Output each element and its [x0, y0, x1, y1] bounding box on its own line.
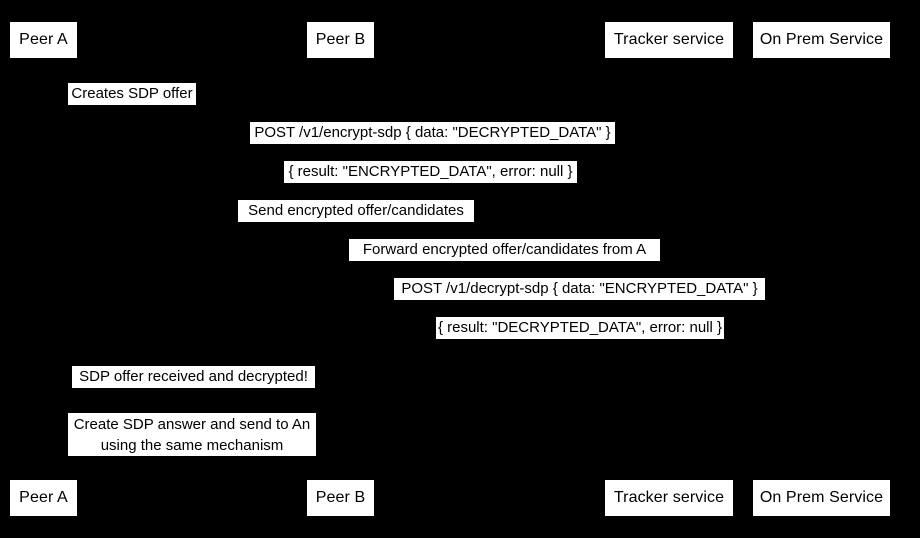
participant-footer-peer-a[interactable]: Peer A — [10, 480, 77, 516]
message-encrypt-sdp-result[interactable]: { result: "ENCRYPTED_DATA", error: null … — [284, 161, 577, 183]
participant-header-peer-a[interactable]: Peer A — [10, 22, 77, 58]
lifeline-tracker-service — [669, 58, 670, 480]
participant-footer-tracker-service[interactable]: Tracker service — [605, 480, 733, 516]
message-encrypt-sdp-result-text: { result: "ENCRYPTED_DATA", error: null … — [288, 163, 573, 180]
message-post-decrypt-sdp[interactable]: POST /v1/decrypt-sdp { data: "ENCRYPTED_… — [394, 278, 765, 300]
message-post-encrypt-sdp[interactable]: POST /v1/encrypt-sdp { data: "DECRYPTED_… — [250, 122, 615, 144]
participant-header-peer-b-label: Peer B — [315, 31, 366, 48]
note-create-sdp-answer-line2: using the same mechanism — [100, 436, 284, 454]
message-sdp-offer-received-text: SDP offer received and decrypted! — [79, 368, 308, 385]
lifeline-peer-b — [340, 58, 341, 480]
message-decrypt-sdp-result-text: { result: "DECRYPTED_DATA", error: null … — [437, 319, 723, 336]
message-post-encrypt-sdp-text: POST /v1/encrypt-sdp { data: "DECRYPTED_… — [254, 124, 611, 141]
participant-header-peer-a-label: Peer A — [19, 31, 68, 48]
message-creates-sdp-offer-text: Creates SDP offer — [71, 85, 193, 102]
message-forward-encrypted-offer[interactable]: Forward encrypted offer/candidates from … — [349, 239, 660, 261]
participant-footer-peer-b-label: Peer B — [315, 489, 366, 506]
message-sdp-offer-received[interactable]: SDP offer received and decrypted! — [72, 366, 315, 388]
participant-footer-on-prem-service-label: On Prem Service — [759, 489, 884, 506]
message-creates-sdp-offer[interactable]: Creates SDP offer — [68, 83, 196, 105]
participant-footer-peer-a-label: Peer A — [19, 489, 68, 506]
participant-header-tracker-service[interactable]: Tracker service — [605, 22, 733, 58]
lifeline-peer-a — [43, 58, 44, 480]
participant-footer-tracker-service-label: Tracker service — [613, 489, 725, 506]
participant-footer-peer-b[interactable]: Peer B — [307, 480, 374, 516]
message-post-decrypt-sdp-text: POST /v1/decrypt-sdp { data: "ENCRYPTED_… — [401, 280, 758, 297]
message-send-encrypted-offer[interactable]: Send encrypted offer/candidates — [238, 200, 474, 222]
message-forward-encrypted-offer-text: Forward encrypted offer/candidates from … — [362, 241, 647, 258]
note-create-sdp-answer[interactable]: Create SDP answer and send to An using t… — [68, 413, 316, 456]
lifeline-on-prem-service — [821, 58, 822, 480]
note-create-sdp-answer-line1: Create SDP answer and send to An — [73, 415, 311, 433]
message-decrypt-sdp-result[interactable]: { result: "DECRYPTED_DATA", error: null … — [436, 317, 724, 339]
participant-header-tracker-service-label: Tracker service — [613, 31, 725, 48]
participant-footer-on-prem-service[interactable]: On Prem Service — [753, 480, 890, 516]
participant-header-on-prem-service[interactable]: On Prem Service — [753, 22, 890, 58]
participant-header-peer-b[interactable]: Peer B — [307, 22, 374, 58]
participant-header-on-prem-service-label: On Prem Service — [759, 31, 884, 48]
message-send-encrypted-offer-text: Send encrypted offer/candidates — [248, 202, 464, 219]
